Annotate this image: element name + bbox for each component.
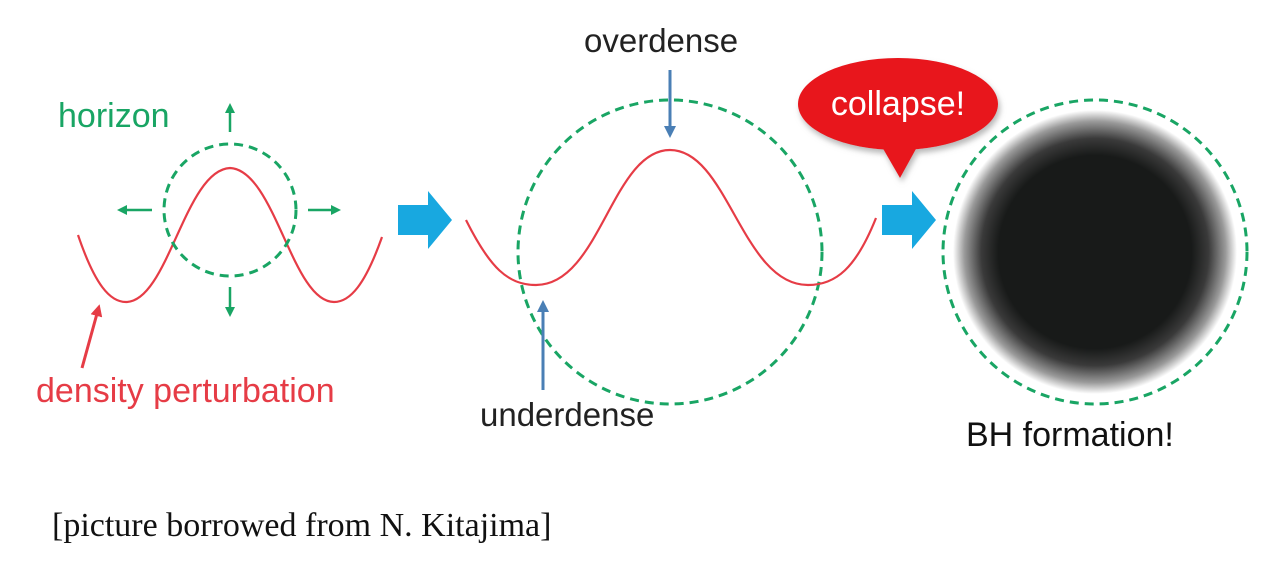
perturbation-pointer-arrow [80,304,103,369]
horizon-circle-2 [516,98,824,406]
perturbation-wave-1 [76,166,384,304]
overdense-label: overdense [584,22,738,59]
callout-bubble [798,58,998,150]
collapse-callout [798,58,998,178]
horizon-circle-3 [941,98,1249,406]
panel-initial: horizon density perturbation [36,97,384,410]
perturbation-wave-2 [465,148,878,287]
panel-horizon-reentry: overdense underdense [465,22,878,433]
panel-black-hole: collapse! BH formation! [798,58,1249,454]
bh-formation-label: BH formation! [966,416,1174,454]
horizon-circle-1 [162,142,298,278]
step-arrow-2 [882,191,936,249]
perturbation-label: density perturbation [36,372,335,410]
callout-tail [878,138,922,178]
underdense-label: underdense [480,396,654,433]
black-hole [953,110,1237,394]
collapse-label: collapse! [831,85,965,123]
step-arrow-1 [398,191,452,249]
caption: [picture borrowed from N. Kitajima] [52,507,551,544]
horizon-label: horizon [58,97,170,135]
